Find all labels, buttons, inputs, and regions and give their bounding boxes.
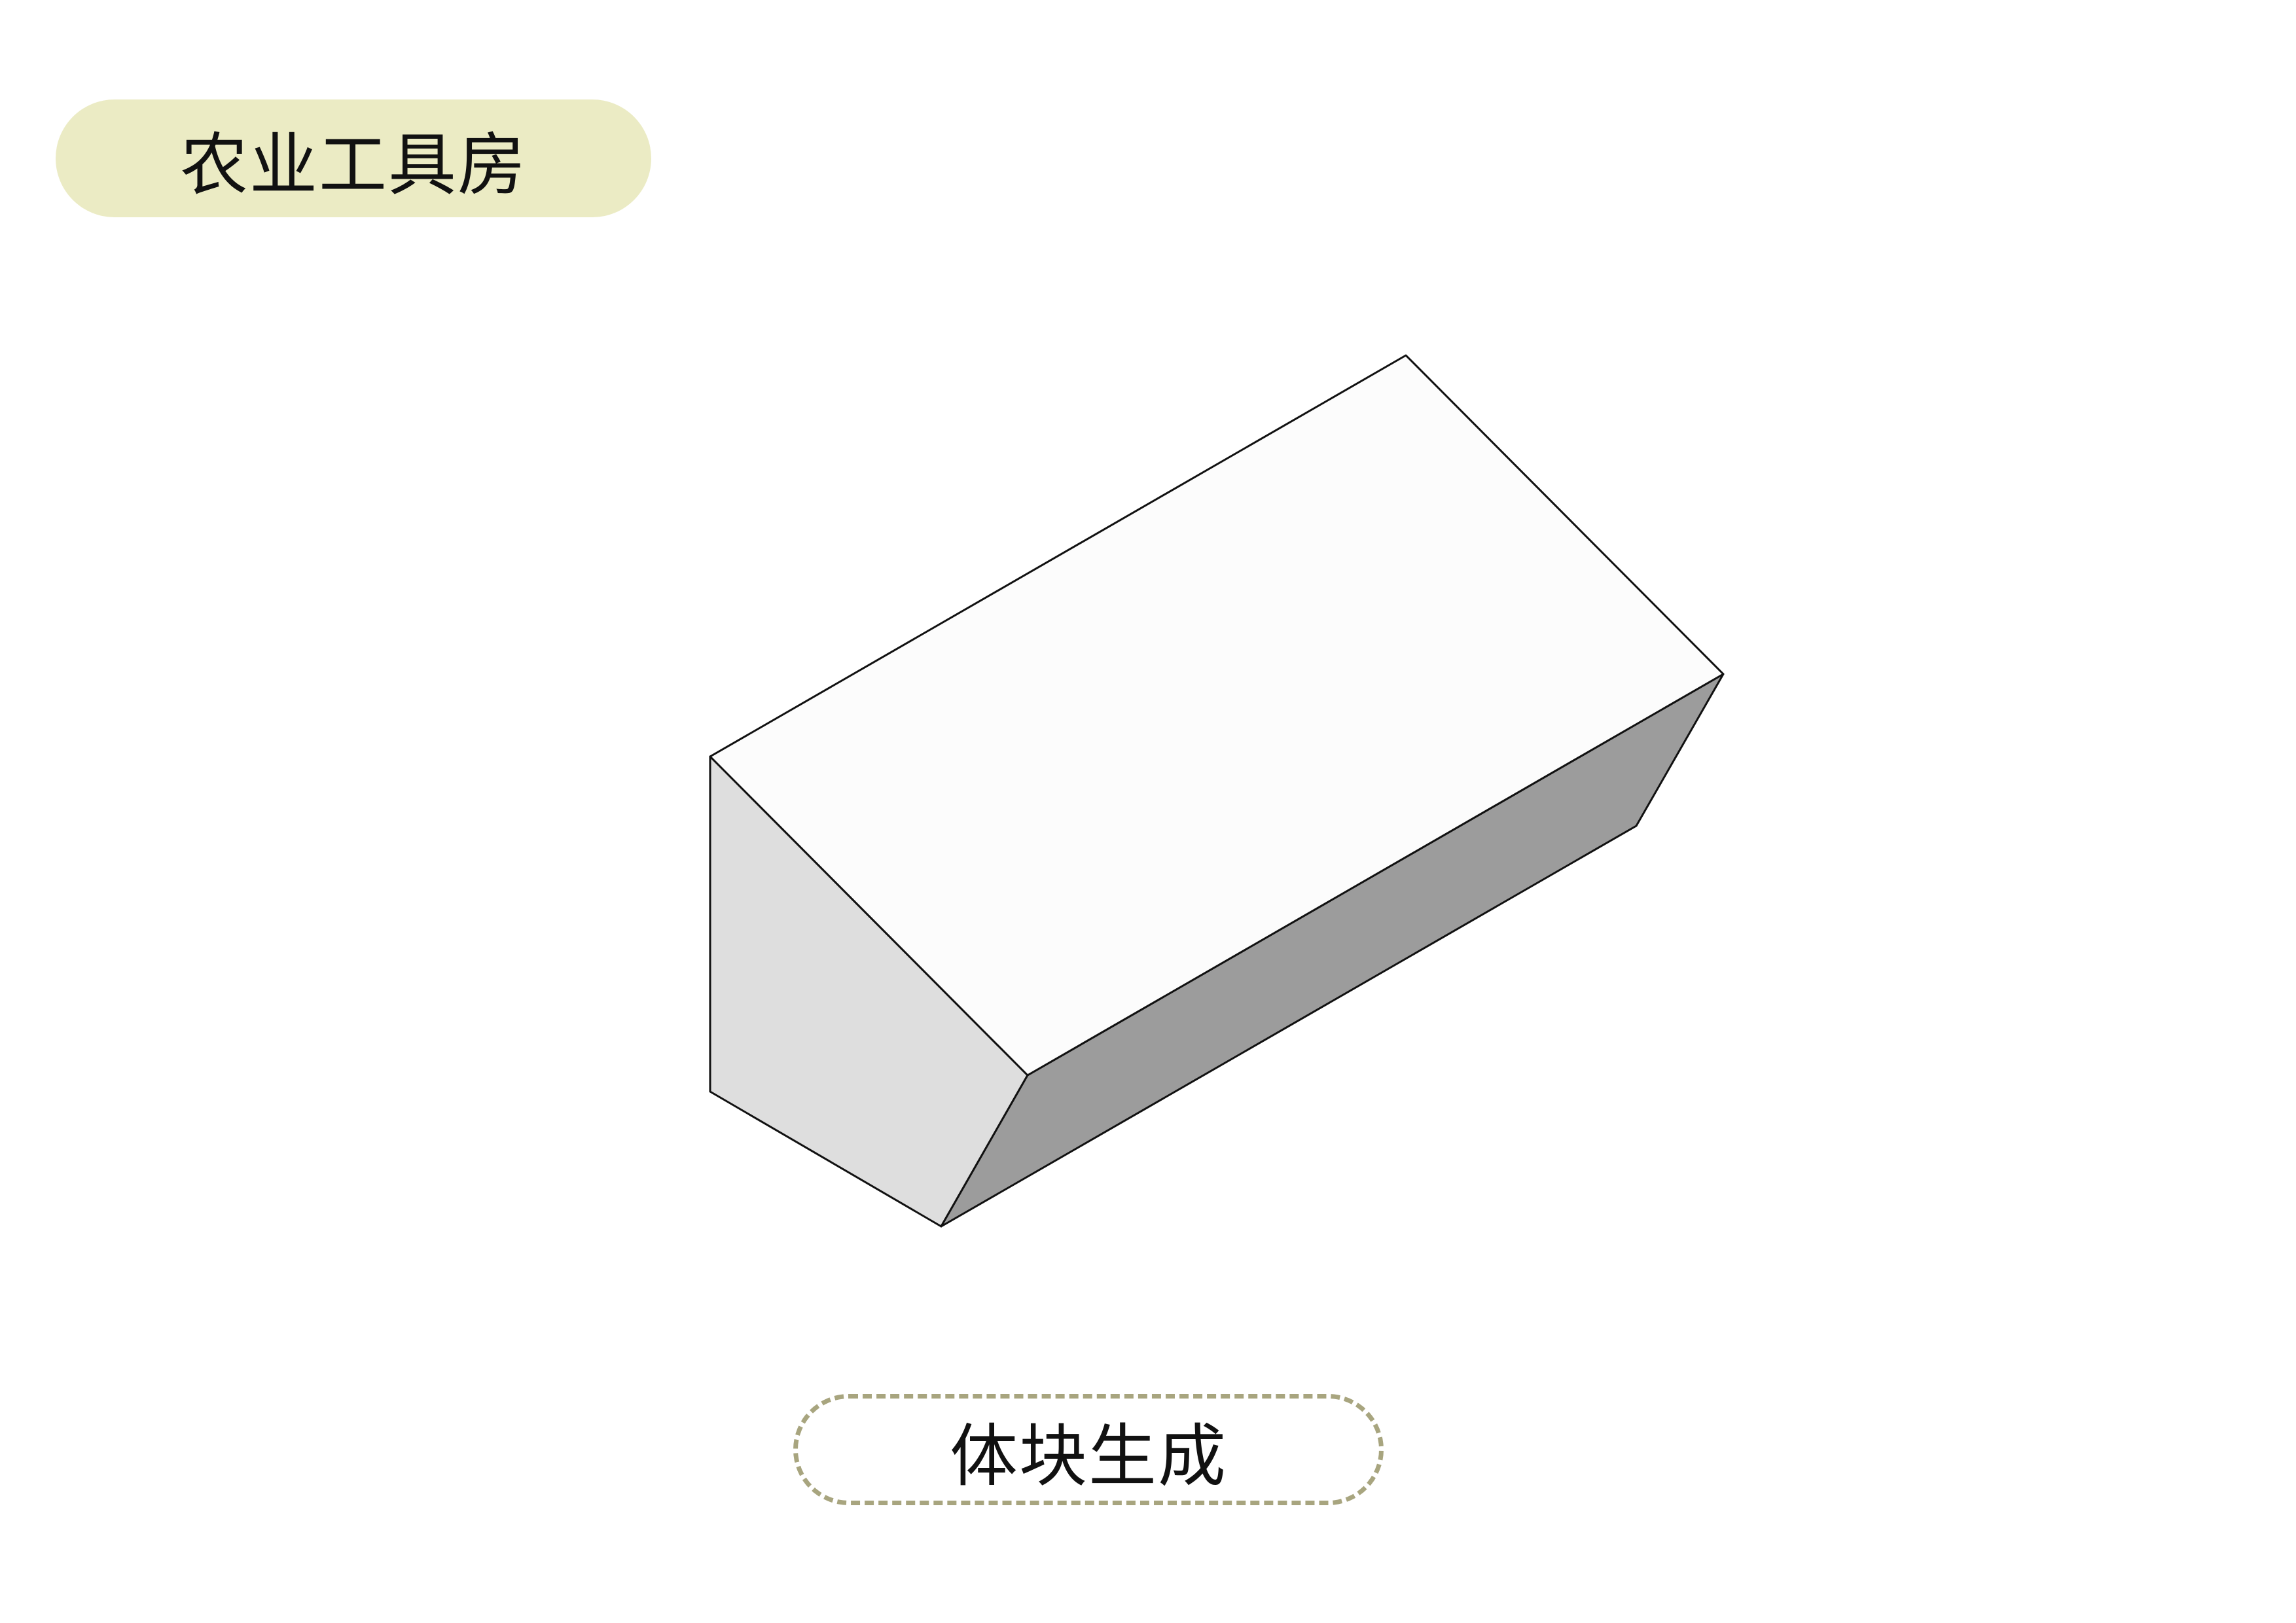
step-label-text: 体块生成 xyxy=(949,1416,1227,1496)
step-label-badge: 体块生成 xyxy=(793,1394,1384,1505)
block-top-face xyxy=(709,354,1725,1077)
title-badge: 农业工具房 xyxy=(56,99,651,217)
title-text: 农业工具房 xyxy=(179,124,527,205)
